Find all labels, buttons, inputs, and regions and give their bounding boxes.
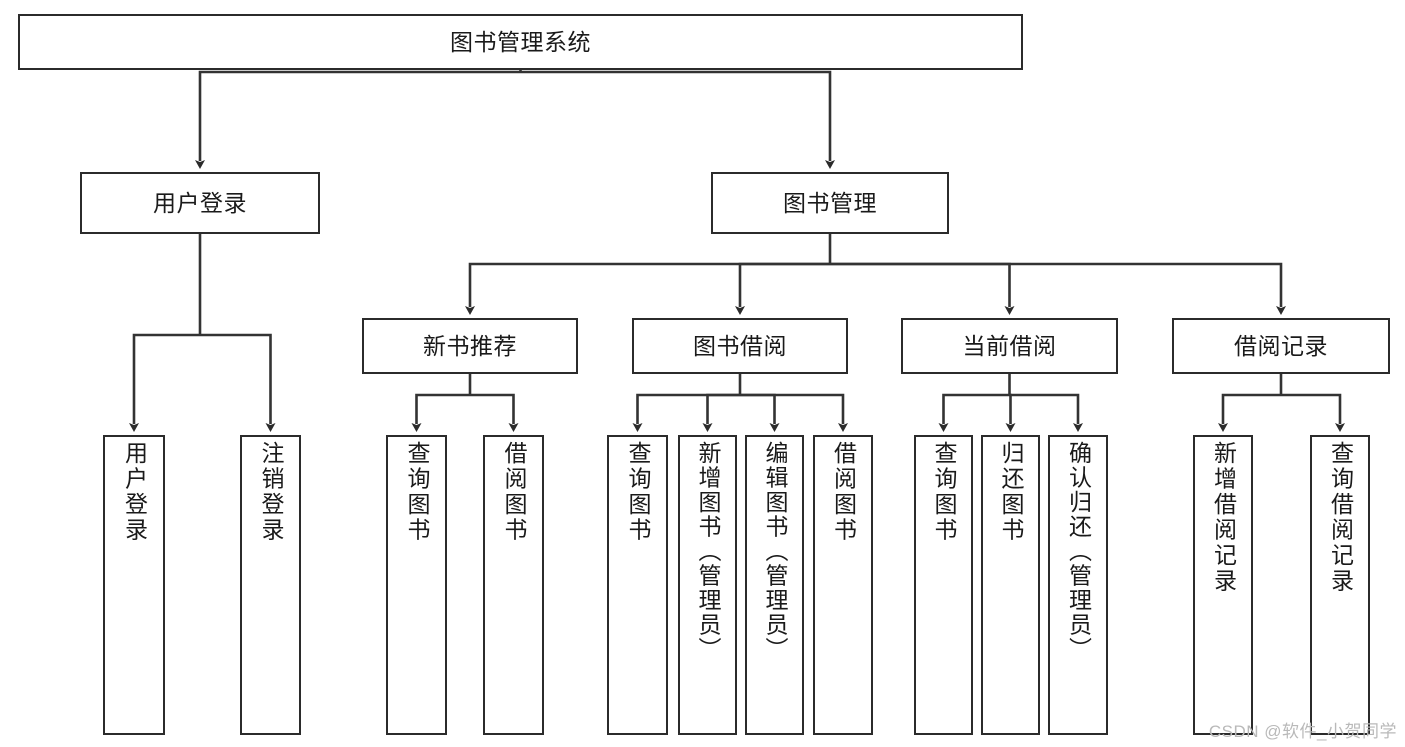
node-label: 借阅图书 — [830, 441, 857, 543]
node-label: 编辑图书（管理员） — [762, 441, 788, 662]
node-leaf-return-book[interactable]: 归还图书 — [981, 435, 1040, 735]
edge-connector — [411, 393, 470, 432]
node-leaf-query-record[interactable]: 查询借阅记录 — [1310, 435, 1370, 735]
node-label: 当前借阅 — [962, 332, 1057, 359]
edge-connector — [938, 393, 1010, 432]
node-new-book-rec[interactable]: 新书推荐 — [362, 318, 578, 374]
edge-connector — [195, 70, 521, 169]
node-current-borrow[interactable]: 当前借阅 — [901, 318, 1118, 374]
edge-connector — [1009, 393, 1083, 432]
node-leaf-add-book[interactable]: 新增图书（管理员） — [678, 435, 737, 735]
edge-connector — [129, 333, 200, 432]
edge-connector — [632, 393, 740, 432]
edge-connector — [740, 393, 848, 432]
node-leaf-query-book-3[interactable]: 查询图书 — [914, 435, 973, 735]
node-label: 查询图书 — [931, 441, 957, 543]
node-label: 新书推荐 — [423, 332, 517, 359]
node-label: 图书管理 — [783, 189, 877, 216]
node-label: 归还图书 — [998, 441, 1024, 543]
node-borrow-record[interactable]: 借阅记录 — [1172, 318, 1390, 374]
node-label: 图书管理系统 — [450, 28, 591, 55]
node-leaf-borrow-book-2[interactable]: 借阅图书 — [813, 435, 873, 735]
node-label: 用户登录 — [121, 441, 148, 543]
node-leaf-query-book-2[interactable]: 查询图书 — [607, 435, 668, 735]
edge-connector — [702, 393, 740, 432]
node-label: 图书借阅 — [693, 332, 787, 359]
watermark-text: CSDN @软件_小贺同学 — [1208, 722, 1397, 741]
edge-connector — [465, 262, 830, 315]
node-label: 确认归还（管理员） — [1065, 441, 1092, 662]
node-user-login[interactable]: 用户登录 — [80, 172, 320, 234]
node-leaf-user-login[interactable]: 用户登录 — [103, 435, 165, 735]
node-label: 借阅图书 — [501, 441, 527, 543]
node-leaf-logout[interactable]: 注销登录 — [240, 435, 301, 735]
node-label: 查询图书 — [625, 441, 651, 543]
node-leaf-borrow-book-1[interactable]: 借阅图书 — [483, 435, 544, 735]
node-book-borrow[interactable]: 图书借阅 — [632, 318, 848, 374]
edge-connector — [520, 70, 835, 169]
edge-connector — [740, 393, 780, 432]
edge-connector — [830, 262, 1015, 315]
edge-connector — [1281, 393, 1345, 432]
edge-connector — [735, 262, 830, 315]
node-label: 查询借阅记录 — [1327, 441, 1354, 594]
node-leaf-confirm-return[interactable]: 确认归还（管理员） — [1048, 435, 1108, 735]
node-label: 新增图书（管理员） — [695, 441, 721, 662]
edge-connector — [200, 333, 276, 432]
edge-connector — [470, 393, 519, 432]
node-leaf-query-book-1[interactable]: 查询图书 — [386, 435, 447, 735]
node-label: 借阅记录 — [1234, 332, 1328, 359]
edge-connector — [1218, 393, 1281, 432]
node-root[interactable]: 图书管理系统 — [18, 14, 1023, 70]
node-label: 新增借阅记录 — [1210, 441, 1237, 594]
edge-connector — [830, 262, 1286, 315]
node-label: 查询图书 — [404, 441, 430, 543]
edge-connector — [1005, 393, 1016, 432]
node-leaf-add-record[interactable]: 新增借阅记录 — [1193, 435, 1253, 735]
node-leaf-edit-book[interactable]: 编辑图书（管理员） — [745, 435, 804, 735]
node-book-manage[interactable]: 图书管理 — [711, 172, 949, 234]
node-label: 注销登录 — [258, 441, 284, 543]
node-label: 用户登录 — [153, 189, 247, 216]
